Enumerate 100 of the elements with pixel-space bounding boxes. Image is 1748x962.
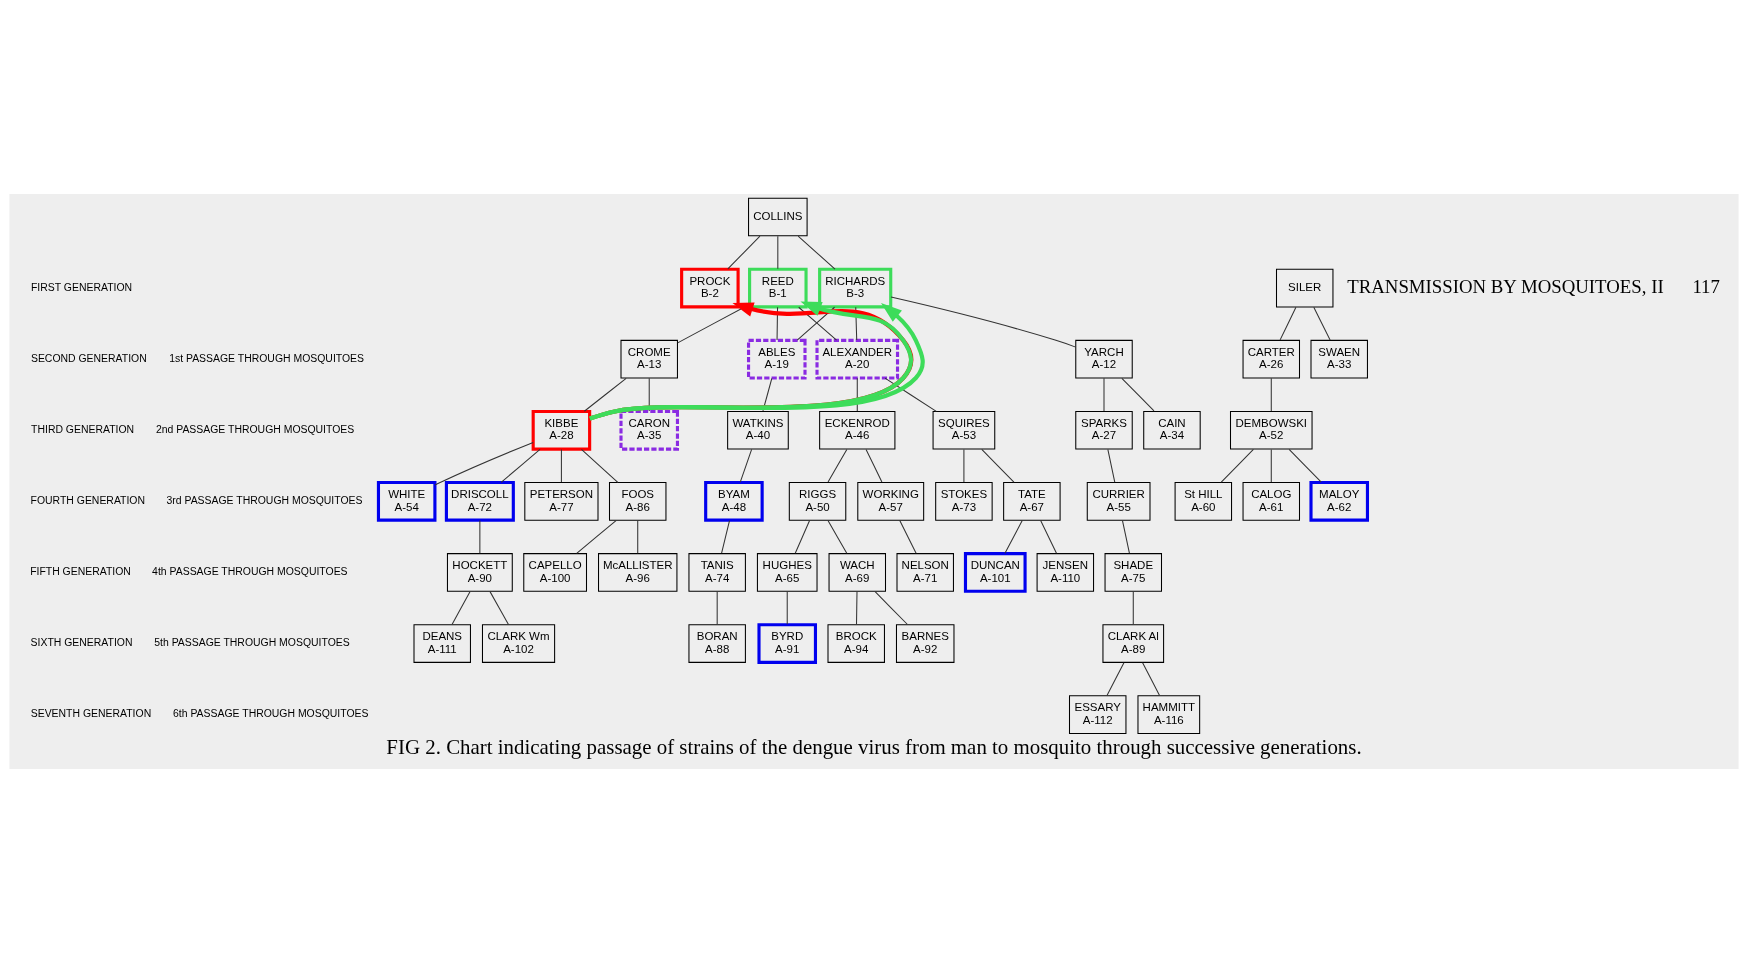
node-box: NELSON A-71 (896, 552, 954, 592)
connector (1106, 661, 1125, 696)
node-box: ECKENROD A-46 (819, 410, 896, 450)
connector (1313, 306, 1331, 340)
node-box: KIBBE A-28 (531, 409, 592, 451)
connector (777, 235, 779, 269)
connector (890, 296, 1077, 348)
connector (762, 377, 773, 411)
node-box: BORAN A-88 (688, 623, 746, 663)
connector (739, 448, 753, 483)
node-box: BYRD A-91 (757, 622, 818, 664)
connector (776, 306, 779, 340)
connector (500, 448, 541, 483)
caption: FIG 2. Chart indicating passage of strains of the dengue virus from man to mosquito through successive generations. (386, 734, 1362, 759)
node-box: REED B-1 (748, 267, 808, 308)
node-box: RICHARDS B-3 (818, 267, 893, 308)
connector (1220, 448, 1254, 483)
node-box: TATE A-67 (1003, 481, 1061, 521)
connector (981, 448, 1015, 483)
node-box: HOCKETT A-90 (446, 552, 513, 592)
connector (489, 590, 509, 625)
connector (1288, 448, 1322, 483)
node-box: SWAEN A-33 (1310, 339, 1368, 379)
connector (727, 235, 761, 269)
node-box: WORKING A-57 (857, 481, 925, 521)
node-box: COLLINS (748, 197, 808, 236)
connector (576, 519, 617, 554)
node-box: DRISCOLL A-72 (444, 480, 515, 522)
node-box: CARTER A-26 (1242, 339, 1301, 379)
node-box: CLARK Wm A-102 (481, 623, 556, 663)
node-box: DEANS A-111 (413, 623, 471, 663)
node-box: ALEXANDER A-20 (815, 338, 900, 380)
connector (797, 235, 836, 270)
node-box: FOOS A-86 (608, 481, 667, 521)
connector (637, 519, 639, 554)
connector (479, 519, 481, 554)
node-box: JENSEN A-110 (1036, 552, 1095, 592)
node-box: ESSARY A-112 (1068, 694, 1127, 734)
connector (1142, 661, 1160, 696)
label: FOURTH GENERATION (30, 494, 146, 506)
node-box: CAPELLO A-100 (523, 552, 588, 592)
node-box: WATKINS A-40 (727, 410, 789, 450)
node-box: STOKES A-73 (935, 481, 993, 521)
label: 3rd PASSAGE THROUGH MOSQUITOES (166, 494, 363, 506)
node-box: CLARK Al A-89 (1102, 623, 1165, 663)
label: 6th PASSAGE THROUGH MOSQUITOES (173, 707, 369, 719)
connector (716, 590, 718, 625)
node-box: McALLISTER A-96 (598, 552, 678, 592)
connector (451, 590, 471, 625)
connector (721, 519, 731, 554)
label: FIFTH GENERATION (30, 565, 131, 577)
connector (580, 448, 619, 483)
connector (434, 441, 534, 486)
connector (786, 590, 788, 625)
connector (1132, 590, 1134, 625)
connector (827, 519, 848, 554)
node-box: SILER (1275, 268, 1334, 307)
connector (1040, 519, 1057, 554)
connector (899, 519, 917, 554)
connector (648, 377, 650, 411)
node-box: WACH A-69 (828, 552, 887, 592)
node-box: SHADE A-75 (1104, 552, 1163, 592)
connector (1270, 448, 1272, 483)
node-box: DUNCAN A-101 (963, 551, 1027, 593)
node-box: PROCK B-2 (680, 267, 740, 308)
connector (963, 448, 965, 483)
connector (560, 448, 562, 483)
connector (856, 377, 858, 411)
connector (874, 590, 908, 625)
node-box: CROME A-13 (620, 339, 678, 379)
label: 1st PASSAGE THROUGH MOSQUITOES (169, 352, 365, 364)
connector (1107, 448, 1116, 483)
node-box: BYAM A-48 (704, 480, 764, 522)
connector (1279, 306, 1297, 340)
node-box: PETERSON A-77 (524, 481, 599, 521)
connector (855, 590, 858, 625)
node-box: BARNES A-92 (895, 623, 955, 663)
node-box: MALOY A-62 (1309, 480, 1369, 522)
node-box: SQUIRES A-53 (932, 410, 996, 450)
label: TRANSMISSION BY MOSQUITOES, II (1347, 275, 1664, 297)
label: SECOND GENERATION (30, 352, 147, 364)
node-box: SPARKS A-27 (1075, 410, 1133, 450)
node-box: YARCH A-12 (1075, 339, 1133, 379)
connector (583, 377, 627, 412)
node-box: CALOG A-61 (1242, 481, 1301, 521)
node-box: HAMMITT A-116 (1137, 694, 1201, 734)
node-box: TANIS A-74 (688, 552, 746, 592)
node-box: HUGHES A-65 (756, 552, 818, 592)
node-box: RIGGS A-50 (788, 481, 847, 521)
connector (865, 448, 883, 483)
node-box: CARON A-35 (619, 409, 680, 451)
label: 4th PASSAGE THROUGH MOSQUITOES (152, 565, 348, 577)
node-box: BROCK A-94 (827, 623, 885, 663)
connector (1004, 519, 1023, 554)
label: SIXTH GENERATION (30, 636, 133, 648)
connector (1103, 377, 1105, 411)
connector (1270, 377, 1272, 411)
connector (1121, 519, 1130, 554)
node-box: WHITE A-54 (376, 480, 437, 522)
connector (794, 519, 811, 554)
